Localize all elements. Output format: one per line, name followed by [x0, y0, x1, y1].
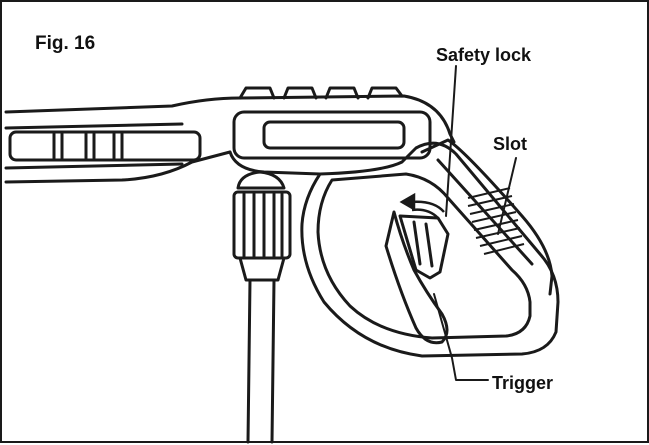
leader-safety-lock [445, 65, 457, 217]
lance-body-lower [4, 150, 232, 184]
lance-body [4, 94, 456, 144]
slot-hatching [467, 187, 525, 255]
leader-slot [497, 157, 517, 235]
gun-body-outline [228, 141, 560, 358]
figure-title: Fig. 16 [35, 33, 96, 54]
trigger-guard-opening [316, 172, 532, 340]
movement-arrow [399, 192, 445, 219]
lance-inner-bottom [4, 162, 184, 170]
lance-grip-window [8, 130, 202, 162]
label-trigger: Trigger [492, 373, 554, 393]
body-window [232, 110, 432, 160]
lance-inner-top [4, 122, 184, 130]
handle-grip-panel [420, 138, 554, 296]
coupling-collar [236, 170, 286, 190]
label-safety-lock: Safety lock [436, 45, 532, 65]
leader-trigger [433, 293, 489, 381]
safety-lock-lever [398, 214, 450, 280]
hose [246, 278, 276, 444]
label-slot: Slot [493, 134, 527, 154]
top-ridges [238, 86, 404, 100]
